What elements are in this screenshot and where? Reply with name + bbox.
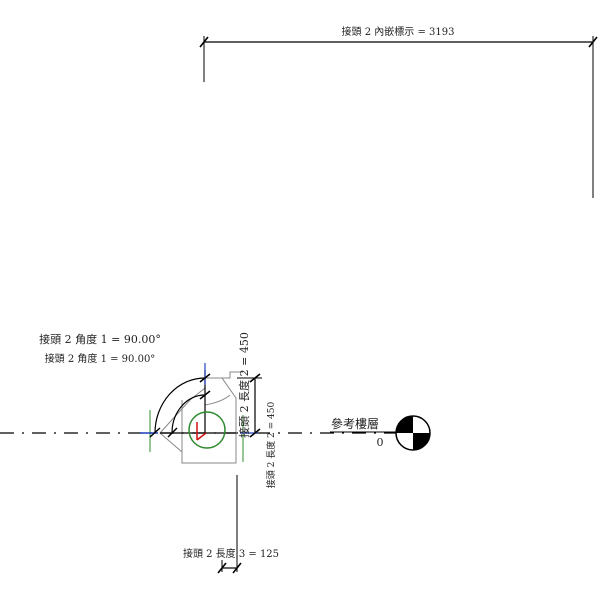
angle-label-outer: 接頭 2 角度 1 = 90.00° [39,332,161,346]
connector-circle[interactable] [188,411,226,449]
length3-label: 接頭 2 長度 3 = 125 [183,547,279,560]
inset-dimension[interactable]: 接頭 2 內嵌標示 = 3193 [199,25,598,198]
length3-dimension[interactable]: 接頭 2 長度 3 = 125 [183,475,279,574]
angle-dimension[interactable]: 接頭 2 角度 1 = 90.00° 接頭 2 角度 1 = 90.00° [39,332,211,438]
level-name[interactable]: 參考樓層 [331,416,379,431]
inset-dimension-label: 接頭 2 內嵌標示 = 3193 [342,25,455,38]
length2-label-inner: 接頭 2 長度 2 = 450 [265,401,277,488]
length2-dimension[interactable]: 接頭 2 長度 2 = 450 接頭 2 長度 2 = 450 [237,332,277,488]
level-head-icon[interactable] [395,415,431,451]
length2-label: 接頭 2 長度 2 = 450 [237,332,251,438]
fitting-geometry[interactable] [159,370,243,464]
origin-marker-icon [196,422,207,441]
level-elevation[interactable]: 0 [377,436,384,449]
angle-label-inner: 接頭 2 角度 1 = 90.00° [45,352,156,365]
